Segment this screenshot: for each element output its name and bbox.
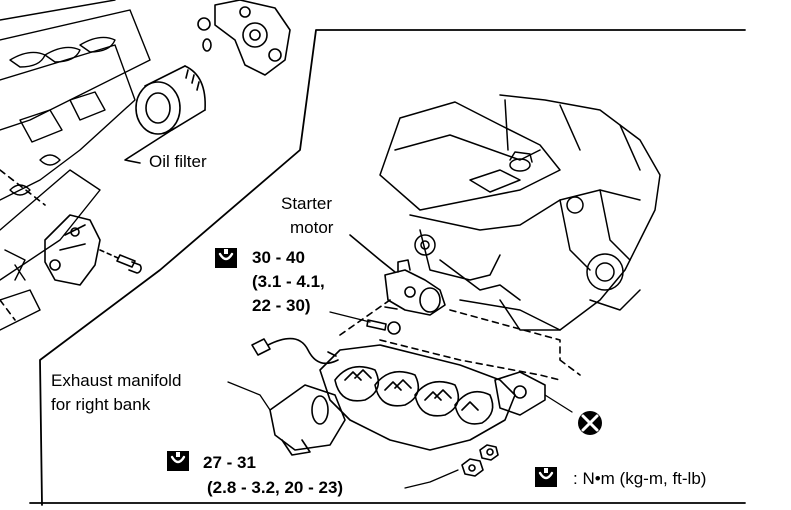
starter-motor-label-line1: Starter: [281, 194, 333, 213]
section-border: [29, 29, 746, 506]
starter-torque-line3: 22 - 30): [252, 296, 311, 315]
exhaust-manifold: [227, 337, 573, 456]
exhaust-manifold-label-line1: Exhaust manifold: [51, 371, 182, 390]
torque-wrench-icon: [535, 467, 557, 487]
starter-motor-label-line2: motor: [290, 218, 334, 237]
exhaust-torque-line2: (2.8 - 3.2, 20 - 23): [207, 478, 344, 497]
leader-starter: [349, 234, 396, 273]
exhaust-torque-line1: 27 - 31: [203, 453, 256, 472]
bolt: [116, 254, 142, 274]
leader-oil-filter: [124, 127, 176, 164]
torque-wrench-icon: [215, 248, 237, 268]
do-not-reuse-icon: [578, 411, 602, 435]
starter-torque-line2: (3.1 - 4.1,: [252, 272, 325, 291]
starter-bolts: [329, 299, 401, 336]
oil-filter: [124, 65, 206, 164]
exhaust-manifold-label-line2: for right bank: [51, 395, 151, 414]
engine-block-left: [0, 0, 151, 331]
oil-filter-bracket: [197, 0, 291, 76]
starter-torque-line1: 30 - 40: [252, 248, 305, 267]
oil-filter-label: Oil filter: [149, 152, 207, 171]
mounting-bracket: [44, 214, 142, 286]
engine-block-right: [379, 94, 661, 331]
leader-exhaust-manifold: [227, 381, 271, 411]
torque-units-legend: : N•m (kg-m, ft-lb): [573, 469, 707, 488]
starter-motor: [349, 234, 446, 316]
torque-wrench-icon: [167, 451, 189, 471]
manifold-nuts: [404, 444, 499, 489]
